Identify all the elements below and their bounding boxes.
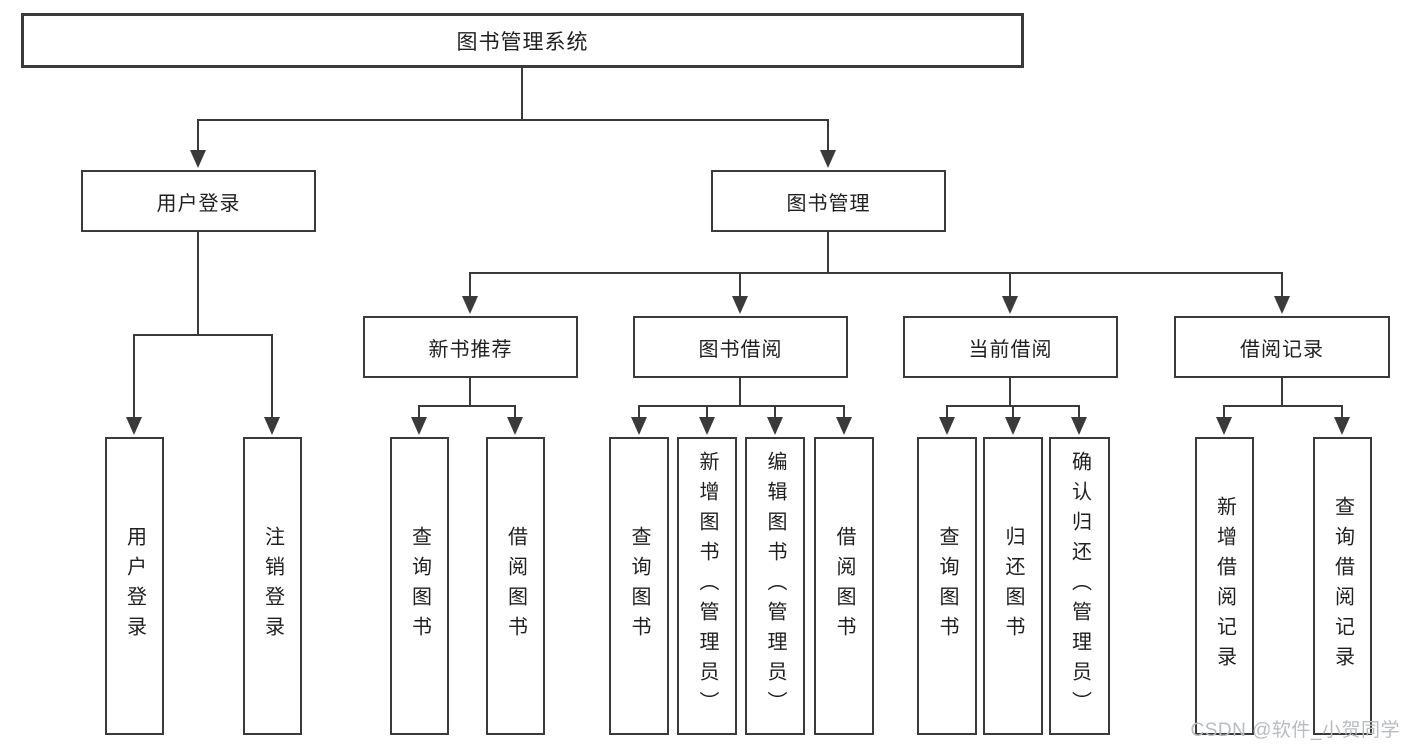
watermark: CSDN @软件_小贺同学 — [1190, 720, 1400, 741]
node-label: 图书借阅 — [698, 338, 783, 361]
leaf-label: 查询借阅记录 — [1331, 496, 1354, 676]
leaf-label: 用户登录 — [123, 526, 146, 646]
node-current-borrowing: 当前借阅 — [903, 316, 1118, 378]
leaf-label: 查询图书 — [408, 526, 431, 646]
leaf-label: 编辑图书（管理员） — [764, 451, 786, 721]
leaf-label: 确认归还（管理员） — [1068, 451, 1091, 721]
leaf-label: 借阅图书 — [833, 526, 855, 646]
edges-borrow-records-to-leaves — [1216, 378, 1350, 435]
node-label: 当前借阅 — [968, 338, 1053, 361]
leaf-edit-book-admin: 编辑图书（管理员） — [745, 437, 805, 735]
edges-book-borrow-to-leaves — [631, 378, 852, 435]
node-user-login: 用户登录 — [81, 170, 316, 232]
leaf-user-login: 用户登录 — [105, 437, 164, 735]
edges-current-borrow-to-leaves — [939, 378, 1087, 435]
leaf-label: 注销登录 — [261, 526, 284, 646]
leaf-label: 归还图书 — [1002, 526, 1024, 646]
leaf-add-book-admin: 新增图书（管理员） — [677, 437, 737, 735]
node-label: 新书推荐 — [428, 338, 513, 361]
edges-book-management-to-level3 — [462, 232, 1290, 314]
leaf-label: 查询图书 — [936, 526, 958, 646]
leaf-query-books-current: 查询图书 — [917, 437, 977, 735]
leaf-borrow-books-borrowing: 借阅图书 — [814, 437, 874, 735]
leaf-label: 新增图书（管理员） — [696, 451, 718, 721]
node-label: 图书管理 — [786, 192, 871, 215]
leaf-query-books-recommend: 查询图书 — [390, 437, 449, 735]
leaf-confirm-return-admin: 确认归还（管理员） — [1049, 437, 1110, 735]
leaf-label: 新增借阅记录 — [1213, 496, 1236, 676]
node-label: 图书管理系统 — [456, 30, 589, 54]
node-label: 借阅记录 — [1240, 338, 1324, 361]
leaf-query-books-borrowing: 查询图书 — [609, 437, 669, 735]
node-book-borrowing: 图书借阅 — [633, 316, 848, 378]
leaf-label: 查询图书 — [628, 526, 650, 646]
leaf-label: 借阅图书 — [504, 526, 527, 646]
node-borrowing-records: 借阅记录 — [1174, 316, 1390, 378]
node-label: 用户登录 — [156, 192, 241, 215]
leaf-return-books: 归还图书 — [983, 437, 1043, 735]
node-book-management: 图书管理 — [711, 170, 946, 232]
edges-root-to-level2 — [190, 68, 836, 168]
edges-user-login-to-leaves — [126, 232, 280, 435]
leaf-add-borrow-record: 新增借阅记录 — [1195, 437, 1254, 735]
node-library-system: 图书管理系统 — [21, 13, 1024, 68]
node-new-book-recommendation: 新书推荐 — [363, 316, 578, 378]
leaf-borrow-books-recommend: 借阅图书 — [486, 437, 545, 735]
leaf-query-borrow-record: 查询借阅记录 — [1313, 437, 1372, 735]
edges-new-book-to-leaves — [411, 378, 523, 435]
leaf-logout: 注销登录 — [243, 437, 302, 735]
